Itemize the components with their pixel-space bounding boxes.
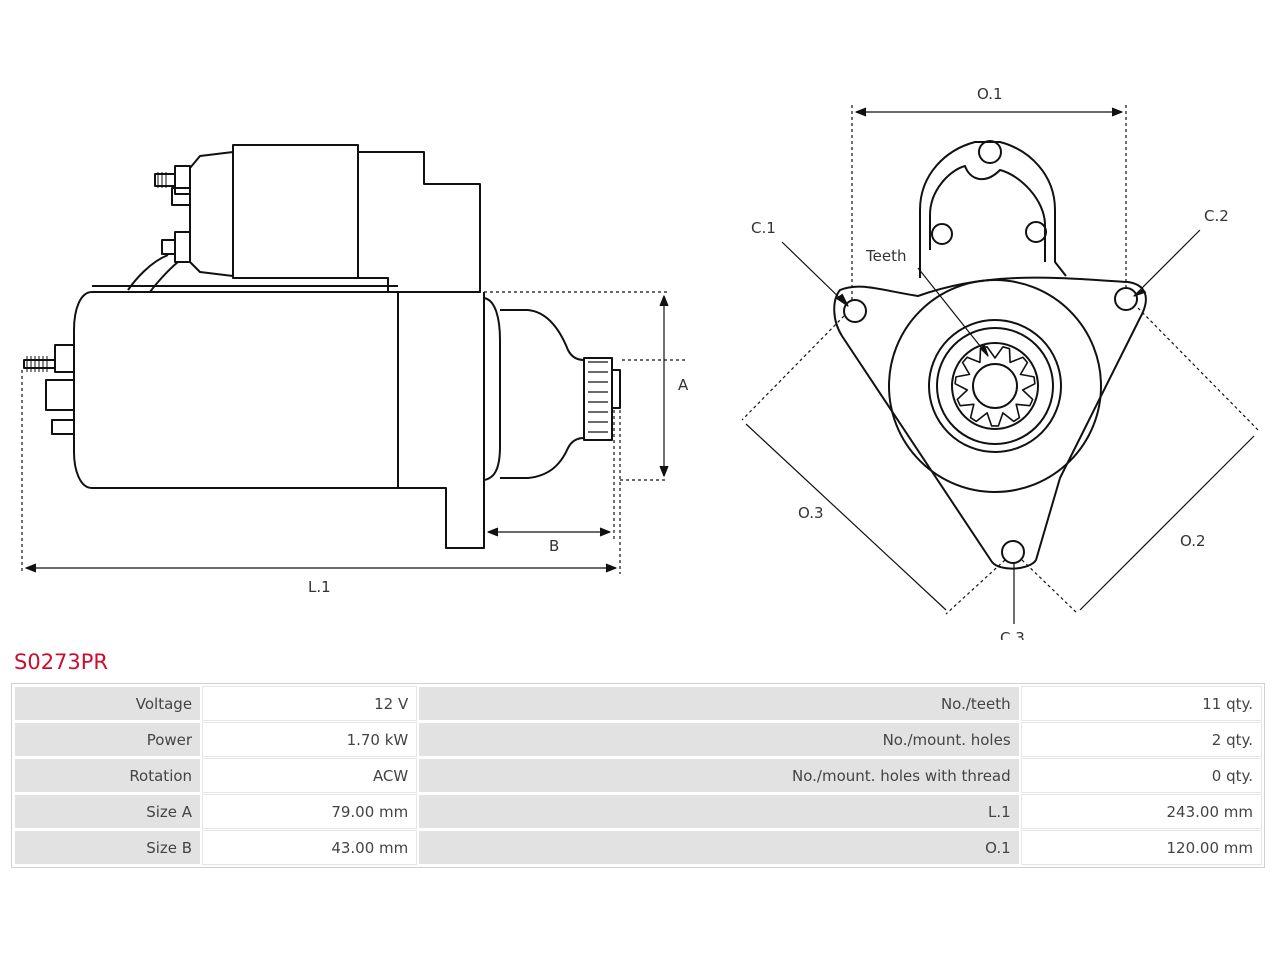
table-row: Voltage 12 V No./teeth 11 qty. [15, 686, 1263, 721]
starter-technical-drawing: A B L.1 O.1 O.2 O.3 C.1 C.2 C.3 Teeth [21, 85, 1261, 640]
spec-value: 0 qty. [1020, 758, 1263, 793]
part-number: S0273PR [14, 650, 109, 674]
spec-key: L.1 [419, 795, 1019, 828]
label-c3: C.3 [1000, 629, 1025, 640]
spec-value: 12 V [202, 686, 418, 721]
spec-key: Size B [15, 831, 201, 864]
motor-body [73, 291, 399, 489]
side-view [23, 144, 621, 549]
solenoid-body [232, 144, 359, 279]
spec-value: 79.00 mm [202, 794, 418, 829]
front-dimensions [741, 105, 1261, 624]
label-c2: C.2 [1204, 207, 1229, 225]
spec-value: 120.00 mm [1020, 830, 1263, 865]
table-row: Size B 43.00 mm O.1 120.00 mm [15, 830, 1263, 865]
table-row: Power 1.70 kW No./mount. holes 2 qty. [15, 722, 1263, 757]
spec-value: 1.70 kW [202, 722, 418, 757]
pinion-teeth [954, 346, 1036, 427]
spec-table: Voltage 12 V No./teeth 11 qty. Power 1.7… [11, 683, 1265, 868]
spec-value: 11 qty. [1020, 686, 1263, 721]
rear-bolt-lower [51, 419, 75, 435]
spec-key: Size A [15, 795, 201, 828]
solenoid-cap [189, 151, 234, 277]
pinion [583, 357, 613, 441]
label-l1: L.1 [308, 578, 331, 596]
spec-key: Power [15, 723, 201, 756]
front-view [833, 140, 1147, 570]
spec-value: ACW [202, 758, 418, 793]
spec-value: 2 qty. [1020, 722, 1263, 757]
spec-value: 243.00 mm [1020, 794, 1263, 829]
drive-housing [398, 292, 485, 549]
spec-key: No./mount. holes [419, 723, 1019, 756]
label-teeth: Teeth [865, 247, 906, 265]
spec-key: No./teeth [419, 687, 1019, 720]
label-a: A [678, 376, 689, 394]
spec-key: No./mount. holes with thread [419, 759, 1019, 792]
table-row: Size A 79.00 mm L.1 243.00 mm [15, 794, 1263, 829]
housing-circle [888, 279, 1102, 493]
spec-key: O.1 [419, 831, 1019, 864]
label-o2: O.2 [1180, 532, 1206, 550]
terminal-bottom [161, 231, 191, 263]
label-o1: O.1 [977, 85, 1003, 103]
terminal-top [154, 165, 191, 195]
spec-key: Voltage [15, 687, 201, 720]
spec-value: 43.00 mm [202, 830, 418, 865]
table-row: Rotation ACW No./mount. holes with threa… [15, 758, 1263, 793]
label-b: B [549, 537, 559, 555]
label-c1: C.1 [751, 219, 776, 237]
label-o3: O.3 [798, 504, 824, 522]
rear-bolt [23, 344, 75, 373]
spec-key: Rotation [15, 759, 201, 792]
side-dimensions [21, 291, 688, 574]
